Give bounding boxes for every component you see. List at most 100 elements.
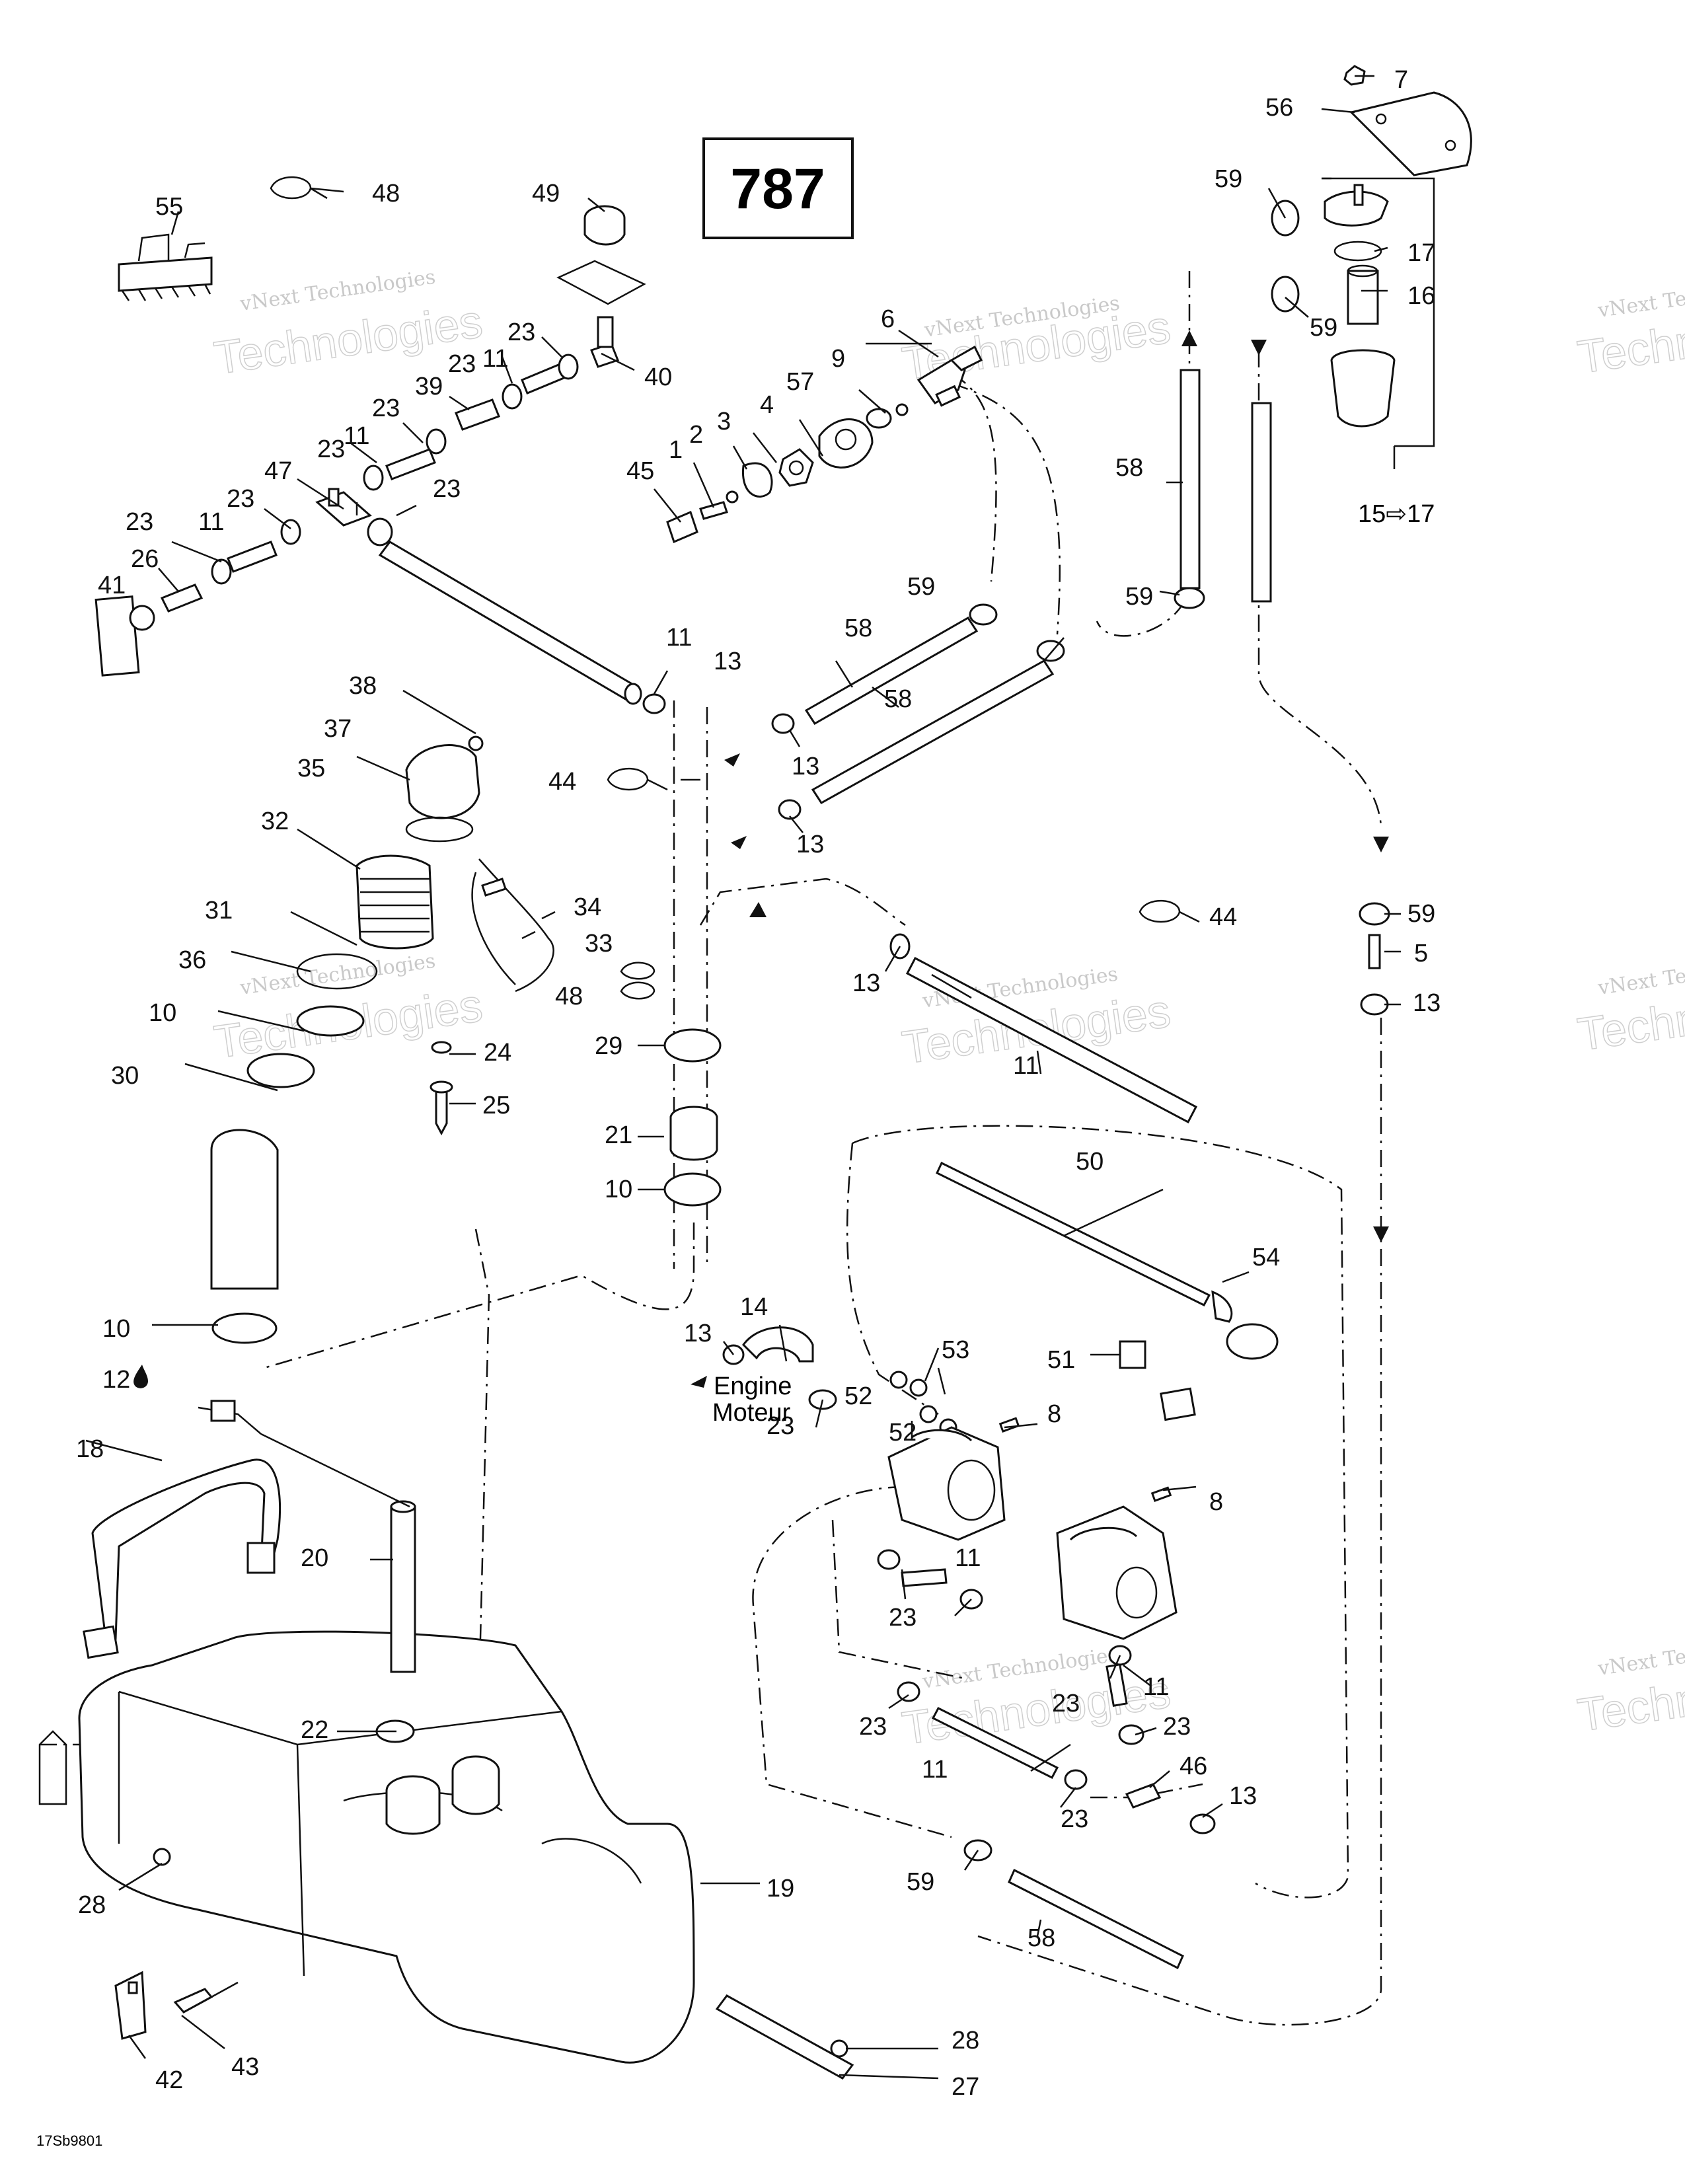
callout-11: 11 (1013, 1052, 1039, 1080)
callout-21: 21 (605, 1121, 632, 1149)
callout-36: 36 (178, 946, 206, 974)
callout-16: 16 (1407, 282, 1435, 310)
bottom-parts (114, 1971, 854, 2080)
arrow-down (1251, 340, 1267, 356)
callout-4: 4 (760, 391, 774, 419)
callout-27: 27 (952, 2073, 979, 2101)
section-number: 787 (730, 157, 825, 221)
callout-20: 20 (301, 1544, 328, 1572)
callout-23: 23 (433, 475, 461, 503)
flow-arrows (691, 330, 1389, 1388)
callout-23: 23 (1061, 1805, 1088, 1833)
fuel-filter-assembly (1174, 65, 1472, 609)
callout-1: 1 (669, 436, 683, 464)
callout-43: 43 (231, 2053, 259, 2081)
callout-14: 14 (740, 1293, 768, 1321)
callout-57: 57 (786, 368, 814, 396)
watermark-edge: vNext Technologies Technologies (1574, 272, 1685, 384)
callout-31: 31 (205, 897, 233, 924)
callout-8: 8 (1209, 1488, 1223, 1516)
callout-47: 47 (264, 457, 292, 485)
callout-2: 2 (689, 421, 703, 449)
callout-13: 13 (796, 831, 824, 858)
watermark-edge: vNext Technologies Technologies (1574, 1630, 1685, 1742)
callout-44: 44 (1209, 903, 1237, 931)
callout-3: 3 (717, 408, 731, 435)
footer-code: 17Sb9801 (36, 2132, 102, 2149)
callout-11: 11 (922, 1756, 948, 1784)
engine-arrow (691, 1376, 707, 1388)
callout-24: 24 (484, 1039, 511, 1067)
callout-22: 22 (301, 1716, 328, 1744)
callout-8: 8 (1047, 1400, 1061, 1428)
callout-23: 23 (507, 319, 535, 346)
callout-44: 44 (548, 768, 576, 796)
callout-10: 10 (102, 1315, 130, 1343)
callout-13: 13 (1229, 1782, 1257, 1810)
callout-13: 13 (714, 648, 741, 675)
callout-11: 11 (198, 508, 224, 536)
callout-11: 11 (482, 345, 508, 373)
callout-45: 45 (626, 457, 654, 485)
callout-54: 54 (1252, 1244, 1280, 1271)
callout-55: 55 (155, 193, 183, 221)
callout-6: 6 (881, 305, 895, 333)
callout-18: 18 (76, 1435, 104, 1463)
center-clamps (663, 1028, 722, 1207)
callout-35: 35 (297, 755, 325, 782)
callout-40: 40 (644, 363, 672, 391)
watermark-text: vNext Technologies (1596, 1630, 1685, 1680)
range-label: 15⇨17 (1358, 500, 1435, 528)
callout-11: 11 (955, 1544, 981, 1572)
arrow-down (1373, 1226, 1389, 1242)
callout-39: 39 (415, 373, 443, 400)
callout-32: 32 (261, 808, 289, 835)
callout-11: 11 (1143, 1673, 1169, 1701)
watermark: vNext Technologies Technologies (210, 266, 486, 385)
callout-23: 23 (889, 1604, 917, 1632)
callout-58: 58 (884, 685, 912, 713)
callout-59: 59 (907, 1868, 934, 1896)
watermark-text: vNext Technologies (1596, 950, 1685, 1000)
mid-hoses (607, 603, 1390, 1124)
callout-28: 28 (952, 2027, 979, 2054)
fuel-drop-icon (133, 1365, 148, 1388)
callout-23: 23 (372, 395, 400, 422)
callout-50: 50 (1076, 1148, 1104, 1176)
callout-48: 48 (372, 180, 400, 207)
callout-23: 23 (859, 1713, 887, 1741)
callout-42: 42 (155, 2066, 183, 2094)
callout-41: 41 (98, 572, 126, 599)
callout-51: 51 (1047, 1346, 1075, 1374)
callout-23: 23 (126, 508, 153, 536)
callout-23: 23 (767, 1412, 794, 1440)
callout-23: 23 (448, 350, 476, 378)
callout-52: 52 (844, 1382, 872, 1410)
callout-26: 26 (131, 545, 159, 573)
dashed-routes (40, 271, 1382, 2026)
callout-59: 59 (1215, 165, 1242, 193)
section-number-box: 787 (702, 137, 854, 239)
callout-49: 49 (532, 180, 560, 207)
callout-38: 38 (349, 672, 377, 700)
callout-5: 5 (1414, 940, 1428, 967)
moteur-label: Moteur (712, 1399, 791, 1427)
callout-59: 59 (1125, 583, 1153, 611)
callout-37: 37 (324, 715, 352, 743)
callout-34: 34 (574, 893, 601, 921)
engine-label: Engine (714, 1373, 792, 1400)
carburetor-assembly (722, 1161, 1279, 1970)
callout-48: 48 (555, 983, 583, 1010)
callout-52: 52 (889, 1419, 917, 1447)
fuel-valve-assembly (666, 345, 983, 544)
callout-28: 28 (78, 1891, 106, 1919)
arrow-down (1373, 837, 1389, 852)
callout-13: 13 (684, 1320, 712, 1347)
watermark-text: vNext Technologies (1596, 272, 1685, 322)
arrow-up (749, 902, 767, 917)
callout-23: 23 (1163, 1713, 1191, 1741)
callout-29: 29 (595, 1032, 622, 1060)
